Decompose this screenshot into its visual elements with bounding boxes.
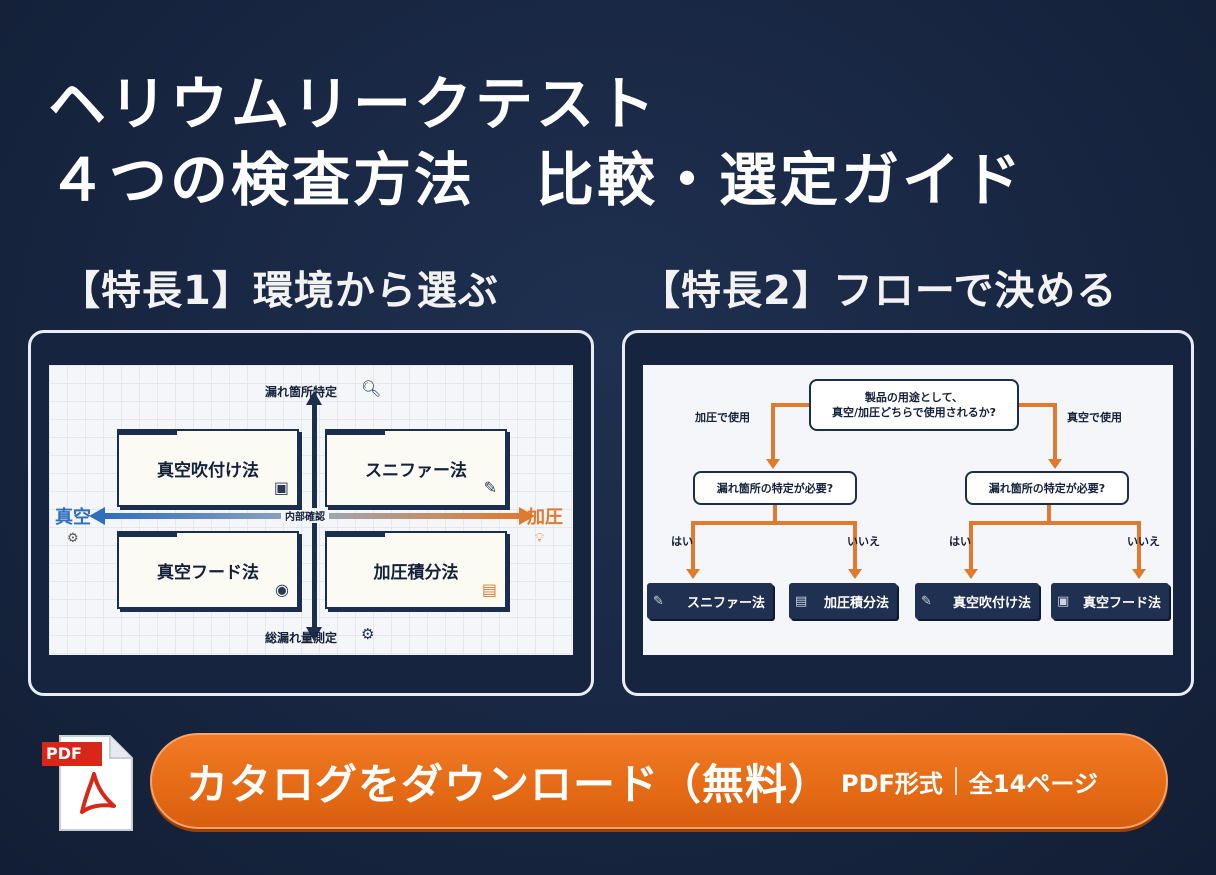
branch-pressure-label: 加圧で使用 xyxy=(695,411,750,424)
branch-vacuum-label: 真空で使用 xyxy=(1067,411,1122,424)
download-label: カタログをダウンロード（無料） xyxy=(186,759,832,809)
vacuum-label: 真空 xyxy=(55,507,91,528)
feature1-title: 【特長1】環境から選ぶ xyxy=(60,268,499,314)
flow-question-right: 漏れ箇所の特定が必要? xyxy=(965,471,1129,505)
axis-center-label: 内部確認 xyxy=(281,508,329,523)
download-catalog-button[interactable]: カタログをダウンロード（無料） PDF形式 全14ページ xyxy=(150,733,1168,829)
chamber-icon: ▤ xyxy=(795,593,808,609)
vacuum-gauge-icon: ⚙ xyxy=(67,531,79,546)
sniffer-probe-icon: ✎ xyxy=(653,593,664,609)
pdf-badge: PDF xyxy=(46,744,82,763)
card-label: スニファー法 xyxy=(365,460,467,481)
valve-icon: ⚙ xyxy=(361,625,375,643)
card-label: 真空フード法 xyxy=(157,562,259,583)
card-label: 真空吹付け法 xyxy=(157,460,259,481)
hood-icon: ◉ xyxy=(275,580,289,599)
feature2-title: 【特長2】フローで決める xyxy=(640,268,1118,314)
pdf-file-icon[interactable] xyxy=(42,734,134,832)
card-vacuum-spray[interactable]: 真空吹付け法 ▣ xyxy=(117,429,299,507)
result-pressure-accumulation[interactable]: ▤ 加圧積分法 xyxy=(789,583,897,619)
result-vacuum-spray[interactable]: ✎ 真空吹付け法 xyxy=(915,583,1039,619)
sniffer-probe-icon: ✎ xyxy=(483,478,497,497)
no-label-right: いいえ xyxy=(1127,535,1160,548)
title-line-2: ４つの検査方法 比較・選定ガイド xyxy=(48,146,1025,214)
flow-question-top: 製品の用途として、 真空/加圧どちらで使用されるか? xyxy=(809,379,1019,431)
result-sniffer[interactable]: ✎ スニファー法 xyxy=(647,583,773,619)
magnifier-icon: 🔍︎ xyxy=(361,379,382,398)
flow-question-left: 漏れ箇所の特定が必要? xyxy=(693,471,857,505)
card-label: 加圧積分法 xyxy=(373,562,459,583)
chamber-icon: ▤ xyxy=(481,580,497,599)
result-vacuum-hood[interactable]: ▣ 真空フード法 xyxy=(1051,583,1169,619)
card-vacuum-hood[interactable]: 真空フード法 ◉ xyxy=(117,531,299,609)
no-label-left: いいえ xyxy=(847,535,880,548)
card-pressure-accumulation[interactable]: 加圧積分法 ▤ xyxy=(325,531,507,609)
spray-icon: ▣ xyxy=(273,478,289,497)
matrix-diagram: 漏れ箇所特定 🔍︎ 内部確認 真空 ⚙ 加圧 💡︎ 真空吹付け法 ▣ スニファー… xyxy=(49,365,573,655)
yes-label-right: はい xyxy=(949,535,971,548)
feature1-panel[interactable]: 漏れ箇所特定 🔍︎ 内部確認 真空 ⚙ 加圧 💡︎ 真空吹付け法 ▣ スニファー… xyxy=(28,330,594,696)
feature2-panel[interactable]: 製品の用途として、 真空/加圧どちらで使用されるか? 加圧で使用 真空で使用 漏… xyxy=(622,330,1194,696)
title-line-1: ヘリウムリークテスト xyxy=(48,70,659,138)
card-sniffer[interactable]: スニファー法 ✎ xyxy=(325,429,507,507)
page-title: ヘリウムリークテスト ４つの検査方法 比較・選定ガイド xyxy=(48,66,1024,218)
pressure-bulb-icon: 💡︎ xyxy=(535,531,545,546)
pressure-label: 加圧 xyxy=(527,507,563,528)
spray-gun-icon: ✎ xyxy=(921,593,932,609)
cta-divider xyxy=(954,767,957,795)
format-label: PDF形式 xyxy=(841,769,943,798)
axis-top-label: 漏れ箇所特定 xyxy=(265,385,338,399)
flowchart: 製品の用途として、 真空/加圧どちらで使用されるか? 加圧で使用 真空で使用 漏… xyxy=(643,365,1173,655)
page-count-label: 全14ページ xyxy=(968,769,1098,798)
axis-bottom-label: 総漏れ量測定 xyxy=(265,631,338,645)
yes-label-left: はい xyxy=(671,535,693,548)
hood-icon: ▣ xyxy=(1057,593,1070,609)
